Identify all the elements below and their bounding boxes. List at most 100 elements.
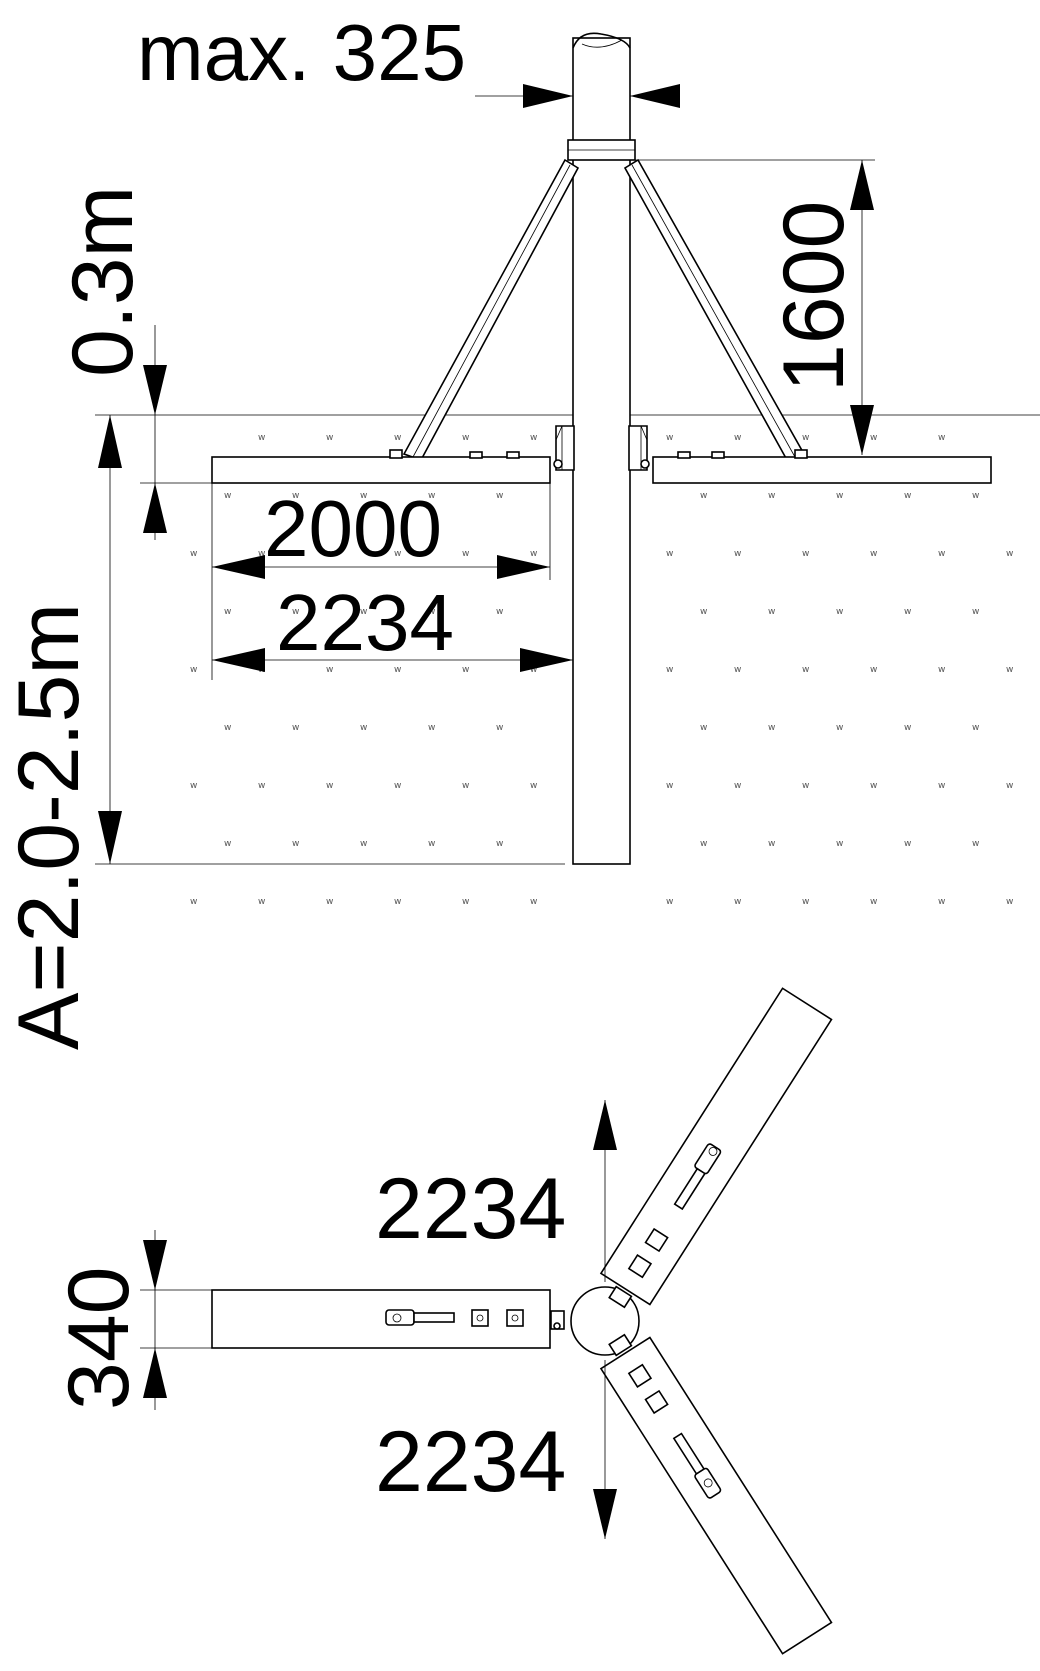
soil-mark: w [802,549,809,559]
soil-mark: w [836,491,843,501]
soil-mark: w [700,491,707,501]
soil-mark: w [904,491,911,501]
soil-mark: w [700,839,707,849]
soil-mark: w [802,781,809,791]
dimension-strut-height: 1600 [635,159,875,455]
soil-mark: w [258,897,265,907]
soil-mark: w [224,723,231,733]
soil-mark: w [802,665,809,675]
label-2234-plan-upper: 2234 [375,1161,566,1257]
soil-mark: w [972,607,979,617]
soil-mark: w [1006,897,1013,907]
soil-mark: w [938,433,945,443]
label-max-325: max. 325 [137,8,466,97]
soil-mark: w [190,781,197,791]
soil-mark: w [836,723,843,733]
soil-mark: w [938,665,945,675]
soil-mark: w [802,897,809,907]
soil-mark: w [836,839,843,849]
soil-mark: w [972,491,979,501]
dimension-plan-upper: 2234 [375,1100,617,1282]
elevation-view: w w w w w w w w w w w w w w w w w w w w w w w w w w w w w w w w w w w w w w w w… [1,8,1040,1050]
soil-mark: w [394,781,401,791]
label-anchor-depth: A=2.0-2.5m [1,603,97,1050]
soil-mark: w [1006,665,1013,675]
soil-mark: w [700,607,707,617]
left-anchor-beam [211,425,575,484]
soil-mark: w [326,781,333,791]
dimension-pole-diameter: max. 325 [137,8,680,108]
right-anchor-beam [628,425,992,484]
soil-mark: w [768,723,775,733]
soil-mark: w [360,491,367,501]
plan-arm-left [211,1289,565,1349]
soil-mark: w [666,549,673,559]
soil-mark: w [190,897,197,907]
pole [567,32,636,865]
label-2000: 2000 [264,484,442,573]
soil-mark: w [768,839,775,849]
soil-mark: w [530,897,537,907]
dimension-beam-2000: 2000 [211,483,551,680]
dimension-anchor-depth: A=2.0-2.5m [1,415,122,1050]
soil-mark: w [428,839,435,849]
soil-mark: w [326,433,333,443]
soil-mark: w [292,491,299,501]
dimension-beam-width: 340 [51,1230,212,1410]
soil-mark: w [394,549,401,559]
soil-mark: w [462,781,469,791]
soil-mark: w [666,781,673,791]
soil-mark: w [904,607,911,617]
label-0.3m: 0.3m [55,186,151,377]
soil-mark: w [258,781,265,791]
soil-mark: w [1006,781,1013,791]
soil-mark: w [394,433,401,443]
soil-texture: w w w w w w w w w w w w w w w w w w w w w w w w w w w w w w w w w w w w w w w w… [190,433,1013,907]
soil-mark: w [734,781,741,791]
label-2234-elevation: 2234 [276,578,454,667]
dimension-beam-2234: 2234 [212,578,573,672]
soil-mark: w [768,491,775,501]
soil-mark: w [258,549,265,559]
soil-mark: w [1006,549,1013,559]
soil-mark: w [802,433,809,443]
soil-mark: w [938,549,945,559]
soil-mark: w [394,897,401,907]
soil-mark: w [224,491,231,501]
soil-mark: w [972,839,979,849]
dimension-plan-lower: 2234 [375,1360,617,1539]
soil-mark: w [530,549,537,559]
soil-mark: w [734,665,741,675]
soil-mark: w [496,607,503,617]
soil-mark: w [360,723,367,733]
soil-mark: w [292,723,299,733]
soil-mark: w [904,723,911,733]
soil-mark: w [496,839,503,849]
plan-view: 2234 2234 340 [51,987,833,1655]
soil-mark: w [530,781,537,791]
soil-mark: w [836,607,843,617]
soil-mark: w [292,607,299,617]
soil-mark: w [428,491,435,501]
soil-mark: w [360,607,367,617]
soil-mark: w [462,665,469,675]
soil-mark: w [360,839,367,849]
soil-mark: w [870,549,877,559]
soil-mark: w [462,433,469,443]
soil-mark: w [462,549,469,559]
soil-mark: w [496,491,503,501]
soil-mark: w [292,839,299,849]
soil-mark: w [462,897,469,907]
soil-mark: w [496,723,503,733]
soil-mark: w [768,607,775,617]
soil-mark: w [224,839,231,849]
soil-mark: w [224,607,231,617]
soil-mark: w [870,665,877,675]
soil-mark: w [870,897,877,907]
soil-mark: w [326,897,333,907]
soil-mark: w [258,433,265,443]
soil-mark: w [326,549,333,559]
dimension-top-depth: 0.3m [55,186,212,540]
soil-mark: w [904,839,911,849]
label-2234-plan-lower: 2234 [375,1414,566,1510]
